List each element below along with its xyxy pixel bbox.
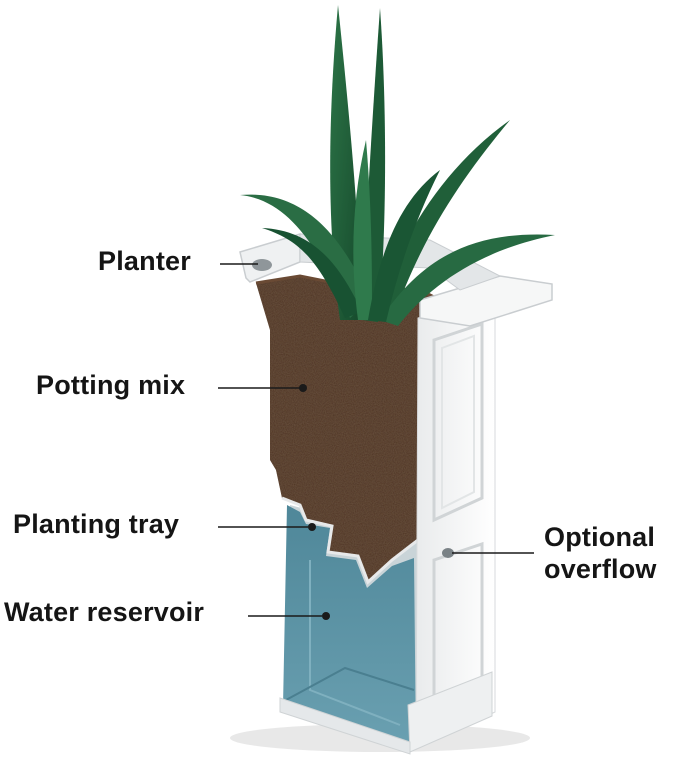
label-optional-overflow-line2: overflow <box>544 554 657 584</box>
planter-rim-profile <box>252 259 272 271</box>
planting-tray-edge <box>281 496 419 585</box>
planter-inset-upper <box>432 321 484 523</box>
planter-base-left <box>279 697 411 755</box>
label-planter: Planter <box>98 246 191 276</box>
label-water-reservoir: Water reservoir <box>4 597 205 627</box>
label-optional-overflow: Optional overflow <box>544 521 657 585</box>
leader-dot-planting-tray <box>308 523 316 531</box>
reservoir-panel-line <box>309 560 401 726</box>
potting-mix-soil <box>256 276 440 582</box>
plant-leaves <box>240 5 555 326</box>
label-optional-overflow-line1: Optional <box>544 522 656 552</box>
water-reservoir-fill <box>283 505 416 748</box>
label-potting-mix: Potting mix <box>36 370 186 400</box>
leader-dot-potting-mix <box>299 384 307 392</box>
overflow-hole <box>442 548 454 558</box>
planter-inset-upper-inner <box>441 334 475 510</box>
planter-base-molding <box>407 671 493 753</box>
reservoir-floor-line <box>285 666 415 701</box>
leader-dot-water-reservoir <box>322 612 330 620</box>
label-planting-tray: Planting tray <box>13 509 180 539</box>
